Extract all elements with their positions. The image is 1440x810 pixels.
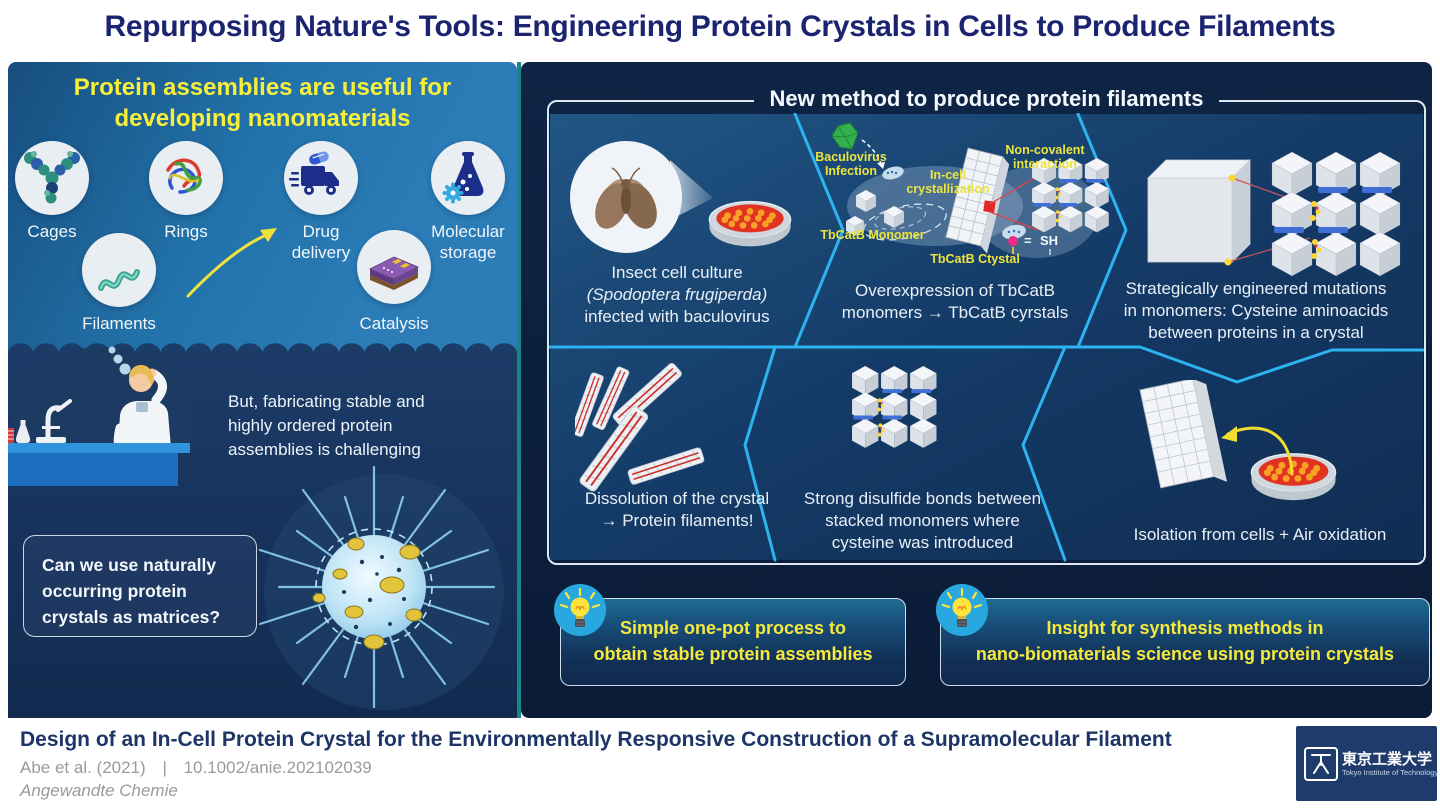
cages-circle (15, 141, 89, 215)
footer: Design of an In-Cell Protein Crystal for… (0, 718, 1440, 810)
petri-dish-icon (708, 200, 792, 248)
spiky-cell-icon (258, 465, 504, 710)
molecular-storage-circle (431, 141, 505, 215)
app-label-catalysis: Catalysis (359, 314, 429, 333)
crystal-seed-icon (882, 166, 1026, 240)
flask-gear-icon (442, 152, 484, 204)
insect-culture-illustration (570, 141, 792, 253)
challenge-text: But, fabricating stable and highly order… (228, 392, 425, 459)
helix-ribbon-icon (98, 269, 140, 291)
microscope-icon (36, 399, 72, 443)
question-box: Can we use naturally occurring protein c… (23, 535, 257, 637)
intro-heading-line1: Protein assemblies are useful for (73, 74, 452, 101)
step3-caption: Strategically engineered mutations in mo… (1123, 279, 1389, 342)
curved-arrow-icon (186, 228, 277, 298)
lightbulb-icon (935, 583, 989, 637)
method-heading: New method to produce protein filaments (547, 84, 1426, 113)
overexpression-illustration (831, 122, 1112, 258)
logo-text-jp: 東京工業大学 (1342, 751, 1433, 768)
takeaway-box-2: Insight for synthesis methods in nano-bi… (940, 598, 1430, 686)
paper-title: Design of an In-Cell Protein Crystal for… (20, 728, 1172, 751)
antibody-icon (24, 151, 80, 204)
sh-label: SH (1040, 233, 1059, 248)
cube-stack-icon (852, 366, 936, 448)
lightbulb-icon (553, 583, 607, 637)
step6-caption: Isolation from cells + Air oxidation (1133, 525, 1387, 544)
step1-caption: Insect cell culture (Spodoptera frugiper… (584, 263, 770, 326)
title-band: Repurposing Nature's Tools: Engineering … (0, 0, 1440, 62)
step2-caption: Overexpression of TbCatB monomers → TbCa… (841, 281, 1069, 322)
logo-text-en: Tokyo Institute of Technology (1342, 768, 1439, 777)
moth-icon (595, 167, 657, 229)
intro-heading-line2: developing nanomaterials (114, 105, 411, 132)
catalyst-chip-icon (368, 256, 420, 290)
crystal-lattice-icon (1139, 380, 1228, 489)
app-label-molecular-storage: Molecular storage (431, 222, 505, 262)
citation-line: Abe et al. (2021) | 10.1002/anie.2021020… (20, 758, 372, 778)
step5-caption: Strong disulfide bonds between stacked m… (803, 489, 1042, 552)
app-label-drug-delivery: Drug delivery (291, 222, 351, 262)
filaments-illustration (575, 361, 706, 494)
journal-name: Angewandte Chemie (20, 781, 178, 800)
authors: Abe et al. (2021) (20, 758, 146, 777)
app-label-rings: Rings (164, 222, 208, 241)
app-label-filaments: Filaments (82, 314, 156, 333)
rings-circle (149, 141, 223, 215)
crystal-label: TbCatB Ctystal (930, 252, 1020, 266)
cube-stack-icon (1272, 152, 1400, 276)
disulfide-illustration (852, 366, 952, 461)
panel-divider (517, 62, 521, 718)
in-cell-label: In-cell crystallization (906, 168, 990, 196)
filaments-circle (82, 233, 156, 307)
monomer-label: TbCatB Monomer (820, 228, 925, 242)
isolation-illustration (1139, 380, 1337, 501)
catalysis-circle (357, 230, 431, 304)
baculovirus-icon (831, 122, 859, 150)
step4-caption: Dissolution of the crystal → Protein fil… (584, 489, 770, 530)
petri-dish-icon (1250, 453, 1337, 501)
tokyo-tech-mark-icon (1304, 747, 1338, 781)
takeaway-box-1: Simple one-pot process to obtain stable … (560, 598, 906, 686)
flask-icon (8, 420, 31, 443)
drug-delivery-circle (284, 141, 358, 215)
page-title: Repurposing Nature's Tools: Engineering … (104, 10, 1336, 43)
separator: | (162, 758, 167, 777)
mutations-illustration (1147, 148, 1420, 293)
baculovirus-label: Baculovirus Infection (815, 150, 887, 178)
scientist-illustration (8, 346, 195, 486)
intro-heading: Protein assemblies are useful for develo… (8, 72, 517, 134)
non-covalent-label: Non-covalent interaction (1005, 143, 1085, 171)
monomer-big-cube-icon (1147, 159, 1251, 263)
delivery-truck-icon (289, 151, 339, 195)
filament-rod-icon (575, 361, 706, 494)
app-label-cages: Cages (27, 222, 77, 241)
equals-label: = (1024, 233, 1032, 248)
tokyo-tech-logo: 東京工業大学 Tokyo Institute of Technology (1296, 726, 1439, 801)
doi: 10.1002/anie.202102039 (183, 758, 372, 777)
protein-ring-icon (166, 158, 202, 194)
